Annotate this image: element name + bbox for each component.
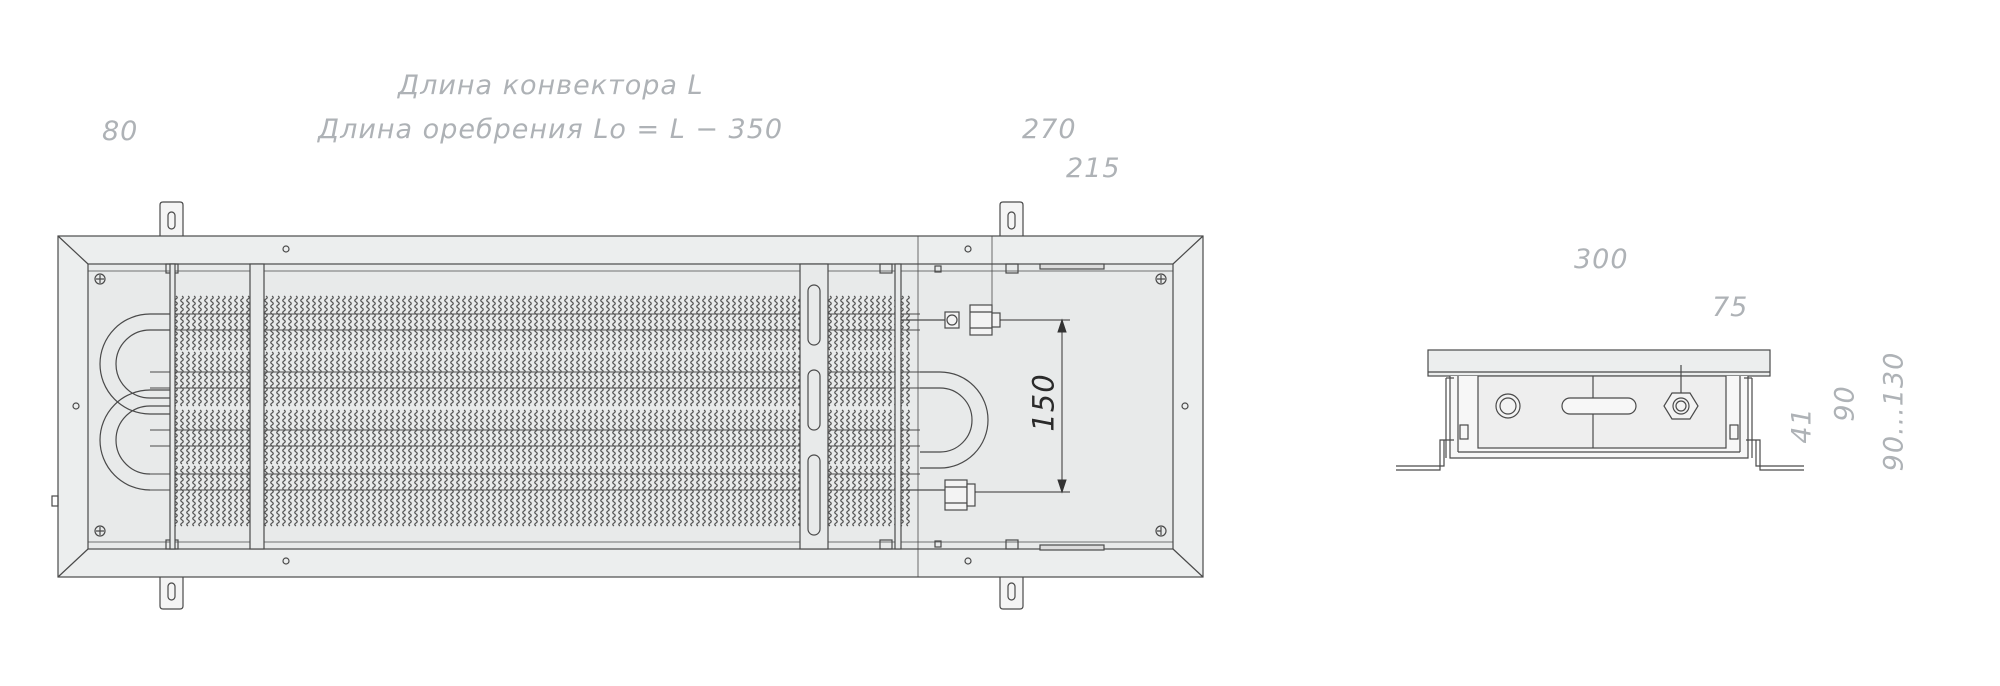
connector-top	[901, 304, 1001, 336]
mounting-bracket-bottom-left	[159, 575, 184, 610]
label-left-offset: 80	[102, 116, 139, 147]
corner-screws	[94, 273, 1167, 537]
top-view	[51, 201, 1204, 610]
label-pipe-offset: 215	[1066, 153, 1121, 184]
dim-150	[975, 318, 1070, 494]
label-section-height-range: 90...130	[1878, 351, 1910, 472]
mounting-bracket-bottom-right	[999, 575, 1024, 610]
u-bend-right	[920, 371, 989, 469]
mounting-bracket-top-left	[159, 201, 184, 236]
label-pipe-spacing: 150	[1026, 373, 1061, 432]
label-fin-length: Длина оребрения Lo = L − 350	[318, 114, 784, 145]
label-convector-length: Длина конвектора L	[398, 70, 704, 101]
label-section-width: 300	[1574, 244, 1629, 275]
label-section-height: 90	[1829, 385, 1861, 422]
mounting-bracket-top-right	[999, 201, 1024, 236]
section-view	[1396, 349, 1804, 471]
label-section-pipe-offset: 75	[1712, 292, 1749, 323]
label-right-offset: 270	[1022, 114, 1077, 145]
connector-bottom	[901, 479, 976, 511]
label-section-small-height: 41	[1786, 407, 1818, 444]
u-bend-left	[99, 313, 170, 491]
